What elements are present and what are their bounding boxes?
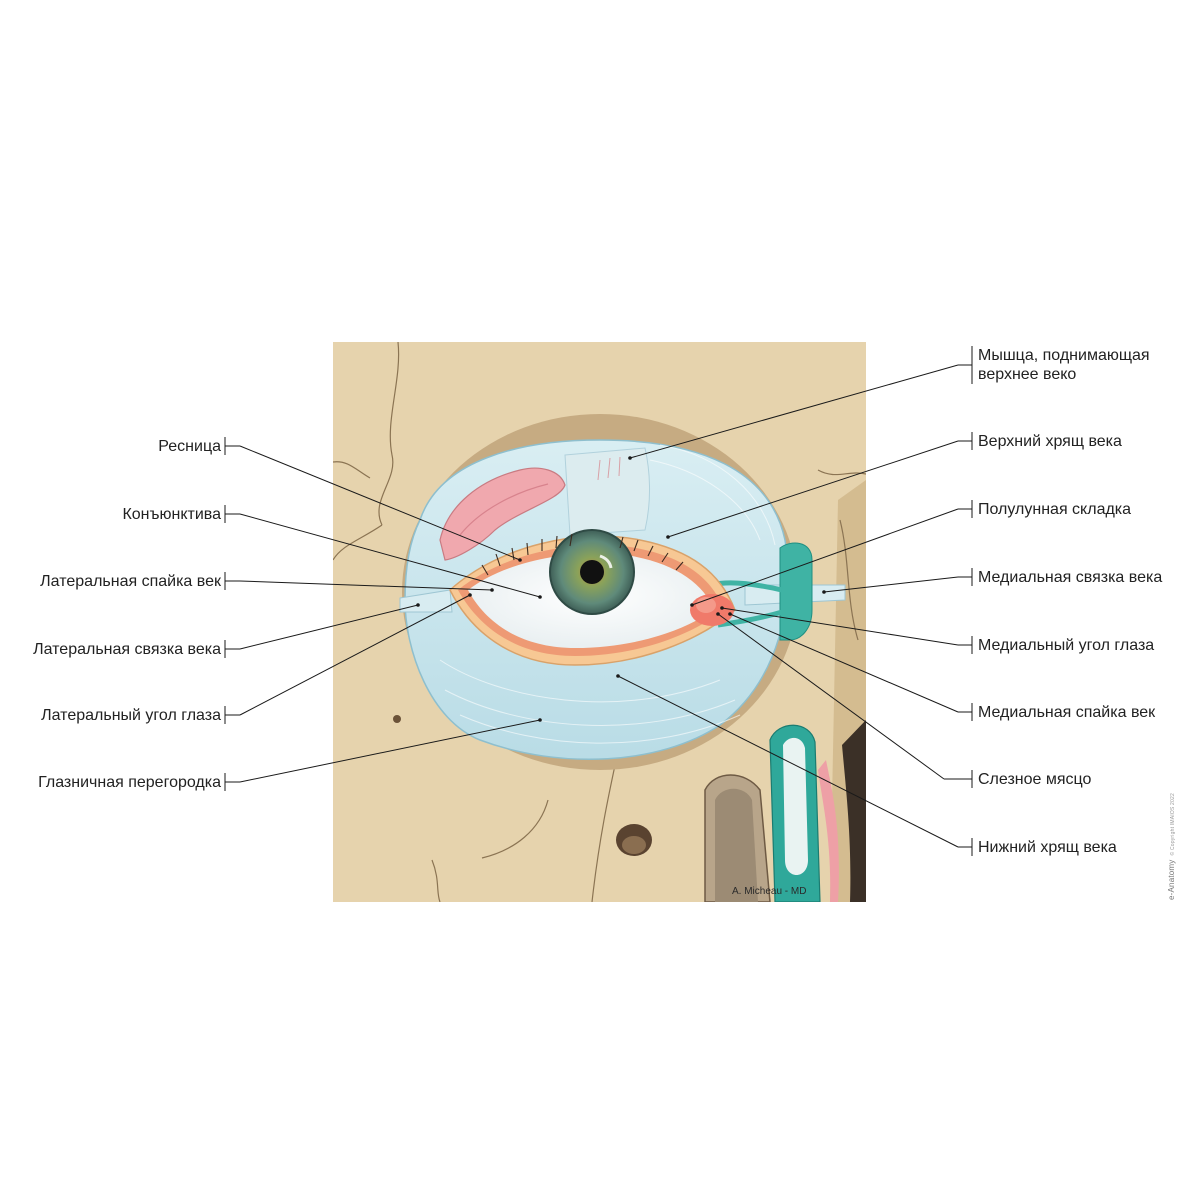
label-lower-tarsus: Нижний хрящ века <box>978 839 1117 856</box>
leader-septum <box>224 719 541 791</box>
leader-lower-tarsus <box>617 675 973 856</box>
label-upper-tarsus: Верхний хрящ века <box>978 433 1122 450</box>
levator-tendon <box>564 447 650 536</box>
label-levator-muscle: Мышца, поднимающая верхнее веко <box>978 346 1150 384</box>
leader-plica <box>691 500 973 606</box>
label-medial-commissure: Медиальная спайка век <box>978 704 1156 721</box>
label-medial-angle: Медиальный угол глаза <box>978 637 1155 654</box>
eye-anatomy-illustration <box>333 342 866 902</box>
label-lateral-ligament: Латеральная связка века <box>33 641 221 658</box>
pupil <box>580 560 604 584</box>
label-medial-ligament: Медиальная связка века <box>978 569 1163 586</box>
zygomatic-foramen <box>393 715 401 723</box>
leader-levator <box>629 346 973 459</box>
eyelashes <box>481 533 684 576</box>
leader-conjunctiva <box>224 505 541 598</box>
suture-lines <box>333 342 866 902</box>
brand-name: e-Anatomy <box>1167 859 1176 900</box>
leader-upper-tarsus <box>667 432 973 538</box>
label-lacrimal-caruncle: Слезное мясцо <box>978 771 1092 788</box>
label-lateral-angle: Латеральный угол глаза <box>41 707 221 724</box>
lacrimal-sac <box>779 542 813 641</box>
label-orbital-septum: Глазничная перегородка <box>38 774 221 791</box>
leader-med-commissure <box>729 613 973 721</box>
leader-lat-commissure <box>224 572 493 591</box>
leader-lat-ligament <box>224 604 419 658</box>
brand-watermark: e-Anatomy © Copyright IMAIOS 2022 <box>1167 793 1176 900</box>
label-eyelash: Ресница <box>158 438 221 455</box>
author-credit: A. Micheau - MD <box>732 886 807 897</box>
nasal-mucosa <box>818 760 839 902</box>
leader-endpoints <box>416 456 826 722</box>
brand-copyright: © Copyright IMAIOS 2022 <box>1170 793 1176 856</box>
leader-med-angle <box>721 607 973 654</box>
leader-eyelash <box>224 437 521 561</box>
label-plica-semilunaris: Полулунная складка <box>978 501 1132 518</box>
label-levator-line1: Мышца, поднимающая <box>978 347 1150 364</box>
leader-lat-angle <box>224 594 471 724</box>
leader-med-ligament <box>823 568 973 593</box>
lacrimal-gland <box>439 467 566 561</box>
septum-fibers <box>439 444 776 744</box>
label-conjunctiva: Конъюнктива <box>122 506 221 523</box>
leader-caruncle <box>717 613 973 788</box>
label-lateral-commissure: Латеральная спайка век <box>40 573 221 590</box>
label-levator-line2: верхнее веко <box>978 366 1077 383</box>
